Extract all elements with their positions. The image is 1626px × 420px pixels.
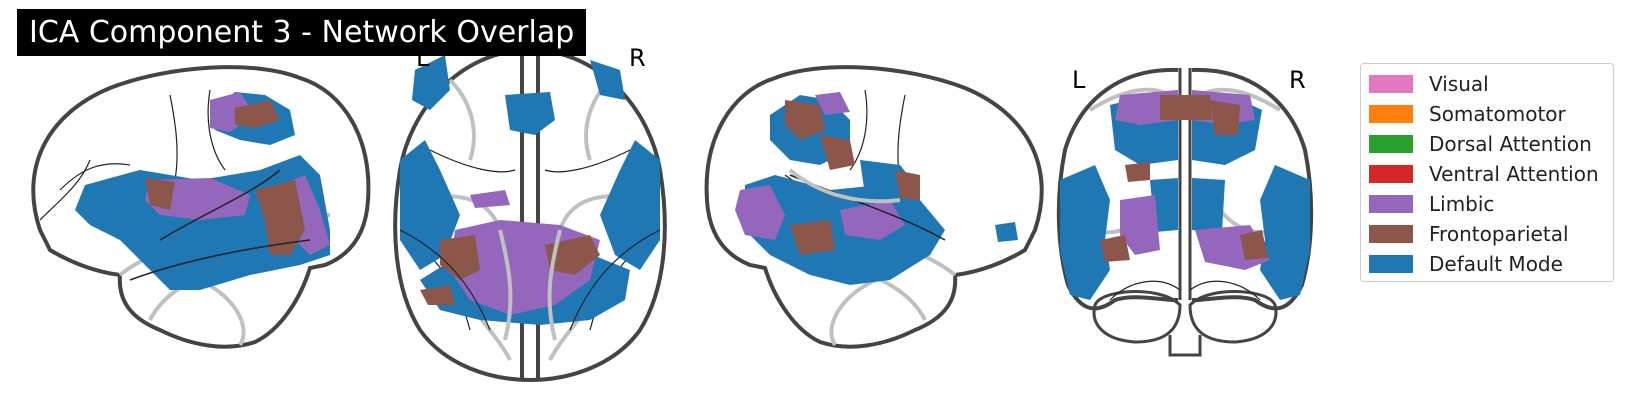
sagittal-right-default-mode-blob-4 [995, 222, 1018, 242]
legend-swatch [1369, 75, 1413, 93]
legend-label: Dorsal Attention [1429, 132, 1592, 156]
legend-swatch [1369, 225, 1413, 243]
coronal-left-label: L [1072, 66, 1086, 94]
sagittal-right-frontoparietal-blob-4 [895, 170, 920, 200]
right-sagittal-view [704, 65, 1044, 349]
legend-item-visual: Visual [1369, 72, 1489, 96]
legend-swatch [1369, 255, 1413, 273]
axial-default-mode-blob-2 [600, 140, 660, 270]
sagittal-left-sulcus-overlay-2 [129, 239, 311, 281]
legend-swatch [1369, 195, 1413, 213]
legend-item-default-mode: Default Mode [1369, 252, 1563, 276]
coronal-default-mode-blob-1 [1060, 165, 1110, 300]
coronal-right-label: R [1289, 66, 1306, 94]
coronal-frontoparietal-blob-2 [1210, 100, 1240, 135]
sagittal-left-frontoparietal-blob-1 [255, 180, 305, 255]
sagittal-right-sulcus-3 [829, 278, 876, 347]
axial-sulcus-overlay-2 [498, 229, 562, 341]
legend-label: Limbic [1429, 192, 1495, 216]
coronal-cerebellum-left [1092, 290, 1182, 344]
sagittal-right-outline [704, 65, 1044, 349]
sagittal-left-frontoparietal-blob-2 [235, 100, 280, 128]
legend-item-dorsal-attention: Dorsal Attention [1369, 132, 1592, 156]
axial-frontoparietal-blob-2 [545, 235, 600, 275]
coronal-default-mode-blob-6 [1192, 178, 1225, 232]
legend-item-limbic: Limbic [1369, 192, 1495, 216]
legend-swatch [1369, 165, 1413, 183]
axial-default-mode-blob-3 [505, 92, 555, 135]
figure-title: ICA Component 3 - Network Overlap [17, 9, 587, 56]
left-sagittal-view [31, 65, 371, 349]
legend-swatch [1369, 135, 1413, 153]
sagittal-right-frontoparietal-blob-3 [790, 220, 835, 255]
coronal-sulcus-3 [1109, 280, 1261, 301]
sagittal-left-sulcus-4 [59, 163, 131, 191]
axial-frontoparietal-blob-3 [420, 285, 455, 305]
sagittal-right-limbic-blob-1 [735, 185, 785, 240]
sagittal-right-limbic-blob-2 [840, 200, 905, 240]
coronal-frontoparietal-blob-3 [1100, 235, 1130, 262]
coronal-default-mode-blob-2 [1260, 165, 1310, 300]
axial-right-label: R [629, 44, 646, 72]
network-legend: Visual Somatomotor Dorsal Attention Vent… [1360, 63, 1614, 282]
legend-item-ventral-attention: Ventral Attention [1369, 162, 1599, 186]
sagittal-left-sulcus-overlay-1 [159, 169, 281, 241]
sagittal-left-sulcus-6 [169, 94, 178, 181]
axial-view [393, 47, 667, 383]
axial-sulcus-4 [429, 149, 631, 173]
axial-limbic-blob-2 [470, 190, 510, 208]
axial-sulcus-overlay [399, 229, 661, 331]
axial-default-mode-blob-5 [412, 55, 450, 110]
coronal-view [1056, 67, 1314, 357]
sagittal-left-sulcus-3 [199, 278, 246, 347]
axial-frontoparietal-blob-1 [440, 235, 480, 280]
sagittal-left-sulcus-8 [39, 159, 91, 221]
legend-label: Default Mode [1429, 252, 1563, 276]
axial-default-mode-blob-6 [590, 60, 625, 100]
legend-label: Somatomotor [1429, 102, 1566, 126]
legend-label: Frontoparietal [1429, 222, 1569, 246]
coronal-brainstem [1168, 335, 1202, 357]
legend-item-somatomotor: Somatomotor [1369, 102, 1566, 126]
sagittal-right-frontoparietal-blob-2 [820, 135, 855, 170]
legend-swatch [1369, 105, 1413, 123]
axial-left-label: L [416, 44, 430, 72]
coronal-cerebellum-right [1188, 290, 1278, 344]
coronal-limbic-blob-3 [1120, 195, 1160, 255]
sagittal-left-sulcus-5 [207, 89, 226, 171]
axial-default-mode-blob-1 [400, 140, 460, 270]
sagittal-right-sulcus-overlay-2 [788, 168, 901, 204]
coronal-frontoparietal-blob-4 [1240, 230, 1268, 260]
sagittal-left-outline [31, 65, 371, 349]
legend-label: Ventral Attention [1429, 162, 1599, 186]
legend-item-frontoparietal: Frontoparietal [1369, 222, 1569, 246]
legend-label: Visual [1429, 72, 1489, 96]
sagittal-left-frontoparietal-blob-3 [145, 178, 175, 210]
coronal-frontoparietal-blob-5 [1125, 162, 1150, 182]
coronal-frontoparietal-blob-1 [1160, 95, 1212, 120]
sagittal-right-limbic-blob-3 [815, 92, 850, 115]
sagittal-right-frontoparietal-blob-1 [785, 100, 825, 140]
